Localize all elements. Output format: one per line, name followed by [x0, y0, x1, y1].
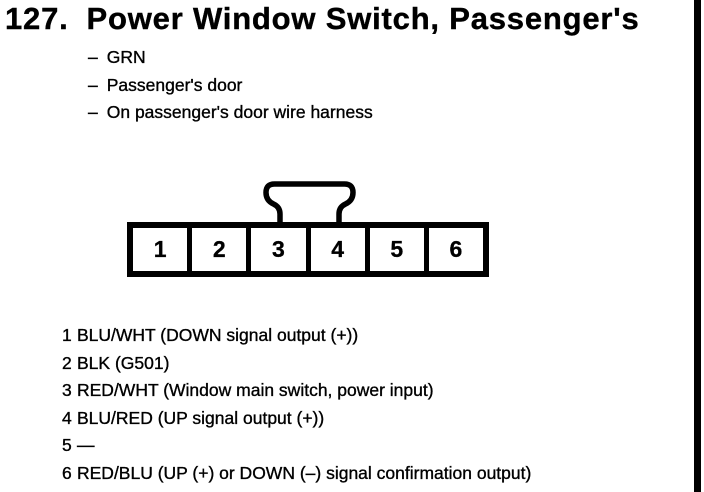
connector-cavity-4: 4	[305, 228, 365, 271]
section-heading: 127. Power Window Switch, Passenger's	[5, 1, 640, 36]
pinout-row: 2 BLK (G501)	[62, 350, 531, 378]
pin-description: —	[77, 435, 95, 456]
note-line: – GRN	[88, 44, 373, 72]
page-title: Power Window Switch, Passenger's	[86, 1, 640, 36]
bullet-dash: –	[88, 47, 98, 67]
pin-number: 2	[62, 352, 72, 373]
pinout-legend: 1 BLU/WHT (DOWN signal output (+)) 2 BLK…	[62, 322, 532, 488]
pin-number: 1	[62, 325, 72, 345]
note-text: GRN	[106, 47, 146, 67]
pin-number: 4	[62, 407, 72, 428]
section-number: 127.	[5, 1, 69, 36]
connector-latch-tab-icon	[263, 181, 356, 226]
connector-cavity-5: 5	[364, 228, 424, 271]
pin-description: BLU/WHT (DOWN signal output (+))	[77, 325, 359, 345]
connector-body: 1 2 3 4 5 6	[127, 222, 489, 277]
pin-description: BLK (G501)	[77, 352, 170, 373]
connector-cavity-3: 3	[246, 228, 305, 271]
note-text: On passenger's door wire harness	[106, 102, 373, 123]
pin-description: BLU/RED (UP signal output (+))	[77, 407, 325, 428]
pin-number: 6	[62, 462, 72, 483]
note-line: – On passenger's door wire harness	[88, 99, 373, 127]
connector-cavity-6: 6	[423, 228, 483, 271]
pin-number: 3	[62, 380, 72, 401]
pin-description: RED/WHT (Window main switch, power input…	[77, 380, 434, 401]
connector-cavity-2: 2	[187, 228, 246, 271]
bullet-dash: –	[88, 102, 98, 123]
note-line: – Passenger's door	[88, 72, 373, 100]
pinout-row: 4 BLU/RED (UP signal output (+))	[62, 405, 531, 433]
connector-cavity-1: 1	[153, 236, 167, 262]
pinout-row: 6 RED/BLU (UP (+) or DOWN (–) signal con…	[62, 460, 532, 488]
bullet-dash: –	[88, 74, 98, 95]
pinout-row: 3 RED/WHT (Window main switch, power inp…	[62, 377, 531, 405]
note-text: Passenger's door	[106, 74, 243, 95]
page-edge-rule	[694, 0, 701, 492]
pin-number: 5	[62, 435, 72, 456]
pinout-row: 5 —	[62, 432, 531, 460]
pin-description: RED/BLU (UP (+) or DOWN (–) signal confi…	[77, 462, 532, 483]
pinout-row: 1 BLU/WHT (DOWN signal output (+))	[62, 322, 531, 350]
connector-notes: – GRN – Passenger's door – On passenger'…	[88, 44, 373, 127]
